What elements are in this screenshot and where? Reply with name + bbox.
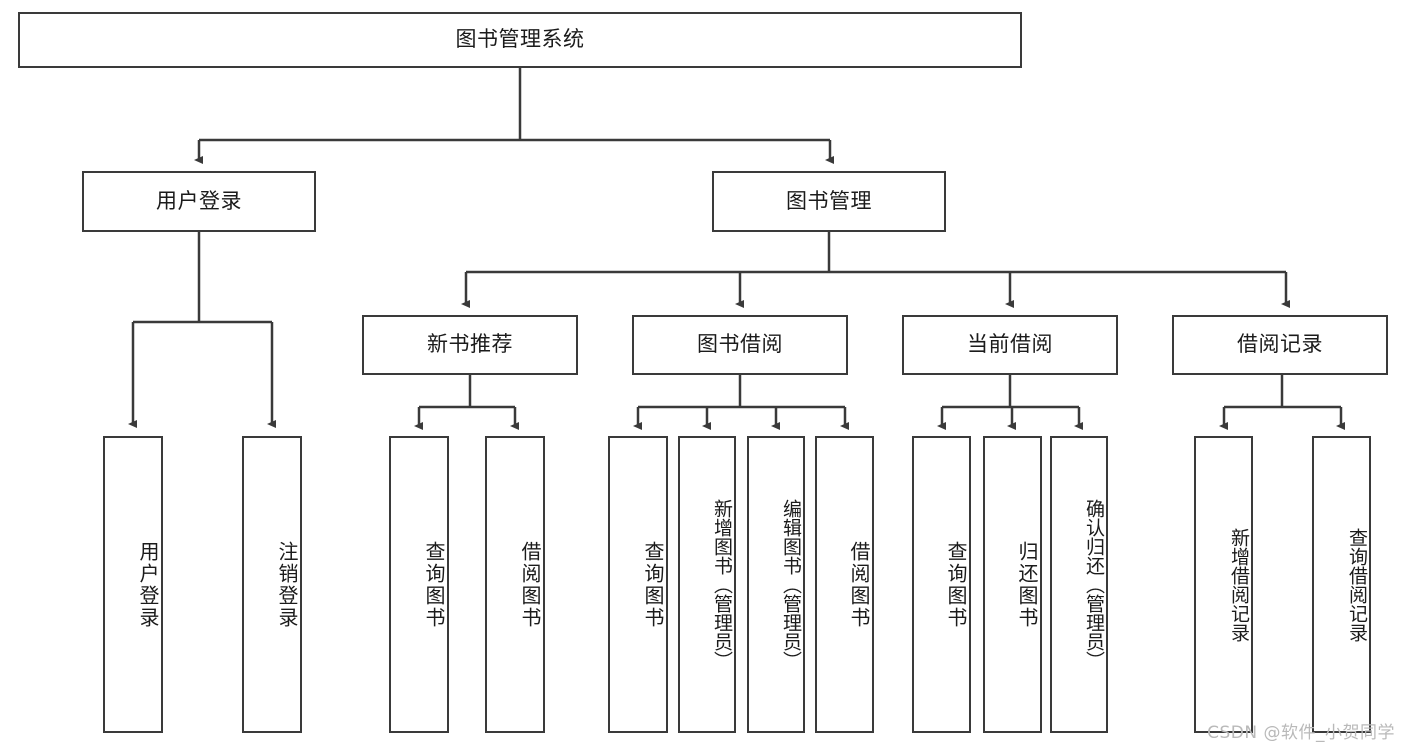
node-leaf-return-book[interactable]: 归还图书 — [983, 436, 1042, 733]
node-label: 新增借阅记录 — [1228, 527, 1250, 642]
node-leaf-edit-book[interactable]: 编辑图书（管理员） — [747, 436, 805, 733]
node-label: 图书管理系统 — [455, 27, 585, 52]
node-label: 借阅记录 — [1237, 332, 1323, 357]
node-leaf-query-book-2[interactable]: 查询图书 — [608, 436, 668, 733]
node-book-borrow[interactable]: 图书借阅 — [632, 315, 848, 375]
node-label: 新书推荐 — [427, 332, 513, 357]
node-current-borrow[interactable]: 当前借阅 — [902, 315, 1118, 375]
node-label: 图书借阅 — [697, 332, 783, 357]
node-label: 归还图书 — [1015, 540, 1039, 629]
node-leaf-borrow-book-2[interactable]: 借阅图书 — [815, 436, 874, 733]
node-label: 查询借阅记录 — [1346, 527, 1368, 642]
node-leaf-user-login[interactable]: 用户登录 — [103, 436, 163, 733]
watermark: CSDN @软件_小贺同学 — [1207, 723, 1395, 743]
node-leaf-query-record[interactable]: 查询借阅记录 — [1312, 436, 1371, 733]
node-leaf-confirm-return[interactable]: 确认归还（管理员） — [1050, 436, 1108, 733]
node-label: 确认归还（管理员） — [1083, 499, 1105, 670]
node-root[interactable]: 图书管理系统 — [18, 12, 1022, 68]
node-leaf-logout-login[interactable]: 注销登录 — [242, 436, 302, 733]
node-label: 借阅图书 — [518, 540, 542, 629]
node-label: 借阅图书 — [847, 540, 871, 629]
node-leaf-borrow-book-1[interactable]: 借阅图书 — [485, 436, 545, 733]
node-leaf-add-book[interactable]: 新增图书（管理员） — [678, 436, 736, 733]
node-borrow-record[interactable]: 借阅记录 — [1172, 315, 1388, 375]
node-label: 查询图书 — [422, 540, 446, 629]
node-user-login[interactable]: 用户登录 — [82, 171, 316, 232]
node-label: 用户登录 — [156, 188, 242, 213]
node-label: 注销登录 — [275, 540, 299, 629]
node-leaf-query-book-1[interactable]: 查询图书 — [389, 436, 449, 733]
node-leaf-query-book-3[interactable]: 查询图书 — [912, 436, 971, 733]
node-label: 查询图书 — [641, 540, 665, 629]
node-new-book-recommend[interactable]: 新书推荐 — [362, 315, 578, 375]
node-label: 当前借阅 — [967, 332, 1053, 357]
node-label: 用户登录 — [136, 540, 160, 629]
node-label: 图书管理 — [786, 188, 872, 213]
node-label: 查询图书 — [944, 540, 968, 629]
node-book-manage[interactable]: 图书管理 — [712, 171, 946, 232]
node-label: 编辑图书（管理员） — [780, 499, 802, 670]
node-label: 新增图书（管理员） — [711, 499, 733, 670]
node-leaf-add-record[interactable]: 新增借阅记录 — [1194, 436, 1253, 733]
